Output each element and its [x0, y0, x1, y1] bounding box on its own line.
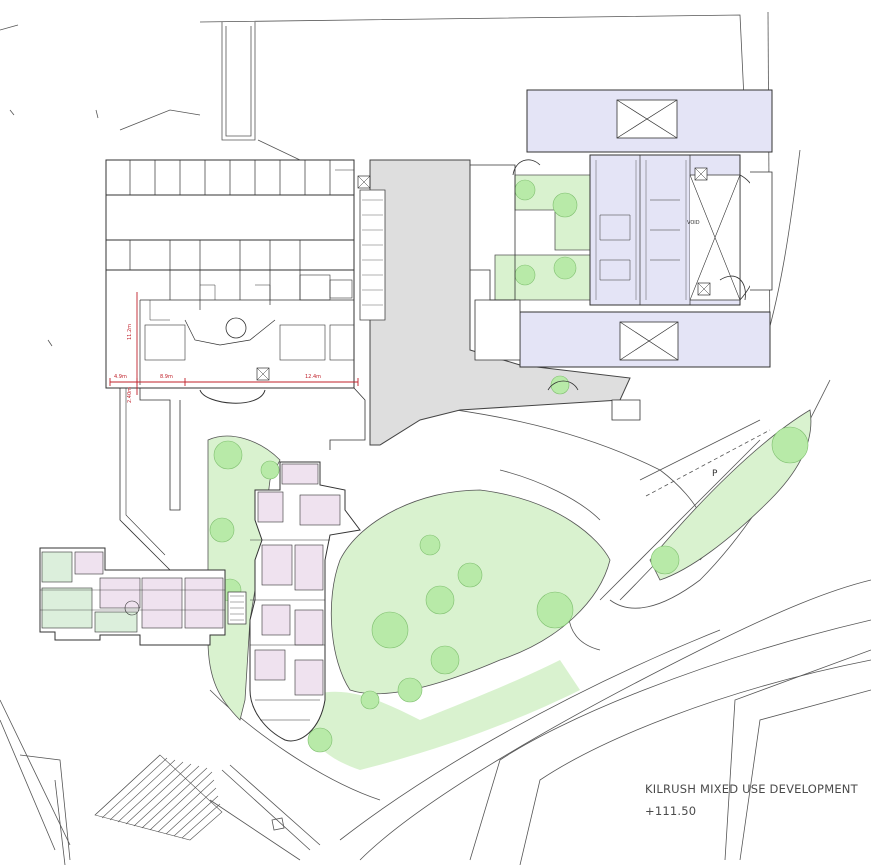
parking-label: P: [712, 469, 718, 479]
dimension-label: 11.2m: [127, 324, 133, 340]
void-label: VOID: [687, 220, 700, 226]
dimension-labels: 4.9m 8.9m 12.4m 11.2m 2.40m: [114, 324, 321, 403]
hatched-zone: [94, 754, 223, 841]
project-name: KILRUSH MIXED USE DEVELOPMENT: [645, 782, 858, 796]
trees: [209, 179, 809, 753]
dimension-lines: [109, 292, 359, 395]
dimension-label: 12.4m: [305, 374, 321, 380]
dimension-label: 2.40m: [127, 387, 133, 403]
level-label: +111.50: [645, 804, 697, 818]
west-apartments: [39, 547, 226, 646]
dimension-label: 8.9m: [160, 374, 173, 380]
title-block: KILRUSH MIXED USE DEVELOPMENT +111.50: [645, 782, 865, 818]
parking-area: P: [712, 469, 718, 479]
residential-block: [227, 461, 361, 742]
dimension-label: 4.9m: [114, 374, 127, 380]
east-building-labels: VOID: [687, 220, 700, 226]
paved-courtyard: [359, 159, 631, 446]
west-building: [105, 159, 371, 601]
east-building: [470, 89, 773, 421]
